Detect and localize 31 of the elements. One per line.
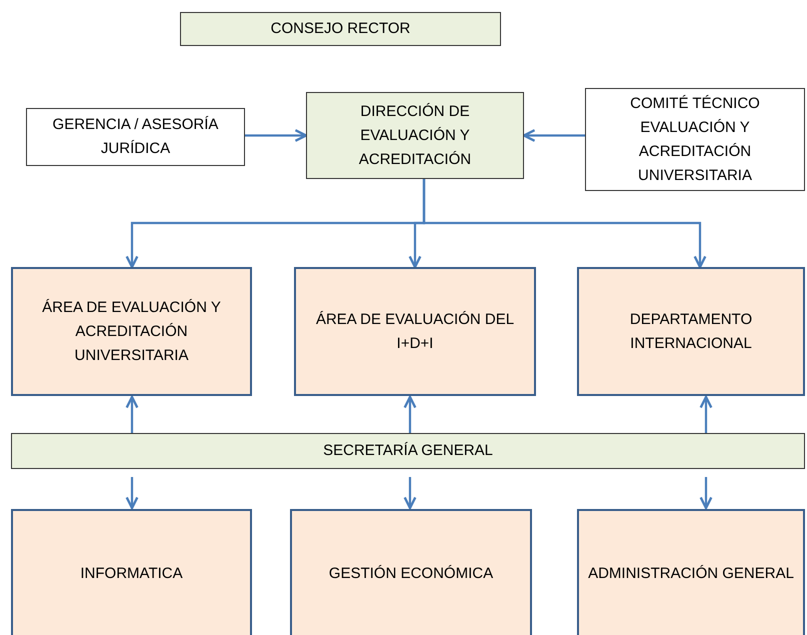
box-label: INFORMATICA <box>80 564 183 584</box>
box-label: GESTIÓN ECONÓMICA <box>328 564 494 584</box>
arrow <box>126 477 138 510</box>
org-box <box>290 509 532 635</box>
box-label: COMITÉ TÉCNICO EVALUACIÓN Y ACREDITACIÓN UNIVERSITARIA <box>629 94 761 186</box>
org-box <box>585 88 805 191</box>
box-label: SECRETARÍA GENERAL <box>323 441 493 461</box>
arrow <box>522 129 585 142</box>
org-box <box>577 267 805 396</box>
box-label: CONSEJO RECTOR <box>270 19 410 39</box>
org-box <box>306 92 524 179</box>
box-label: ÁREA DE EVALUACIÓN Y ACREDITACIÓN UNIVERSITARIA <box>41 298 222 366</box>
arrow <box>422 179 706 268</box>
org-box <box>294 267 536 396</box>
org-box <box>26 108 245 166</box>
box-label: GERENCIA / ASESORÍA JURÍDICA <box>52 115 220 159</box>
arrow <box>126 396 138 433</box>
arrow <box>245 129 308 142</box>
org-box <box>11 509 252 635</box>
arrow <box>404 396 416 433</box>
org-box <box>11 267 252 396</box>
org-box <box>11 433 805 469</box>
box-label: ÁREA DE EVALUACIÓN DEL I+D+I <box>314 310 516 354</box>
box-label: ADMINISTRACIÓN GENERAL <box>588 564 794 584</box>
org-box <box>180 12 501 46</box>
box-label: DEPARTAMENTO INTERNACIONAL <box>628 310 754 354</box>
arrow <box>700 396 712 433</box>
arrow <box>700 477 712 510</box>
arrow <box>404 477 416 510</box>
box-label: DIRECCIÓN DE EVALUACIÓN Y ACREDITACIÓN <box>358 102 472 170</box>
org-box <box>577 509 805 635</box>
